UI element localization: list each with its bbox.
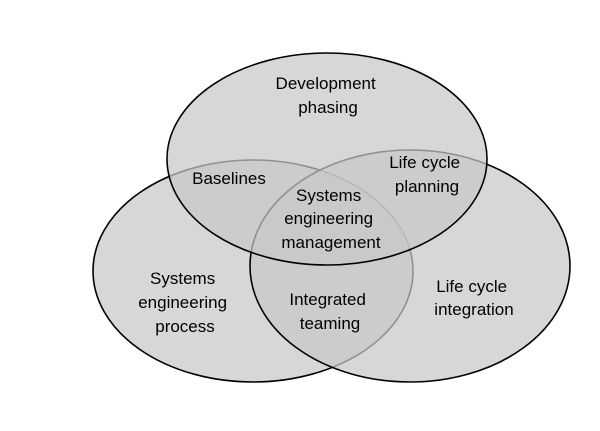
circle-development-phasing bbox=[166, 52, 488, 266]
label-life-cycle-integration: Life cycle integration bbox=[434, 277, 513, 319]
label-systems-engineering-management: Systems engineering management bbox=[281, 186, 381, 252]
label-development-phasing: Development phasing bbox=[276, 74, 381, 117]
label-baselines: Baselines bbox=[192, 169, 266, 188]
label-integrated-teaming: Integrated teaming bbox=[289, 290, 370, 333]
label-systems-engineering-process: Systems engineering process bbox=[138, 269, 232, 336]
label-life-cycle-planning: Life cycle planning bbox=[389, 153, 465, 196]
